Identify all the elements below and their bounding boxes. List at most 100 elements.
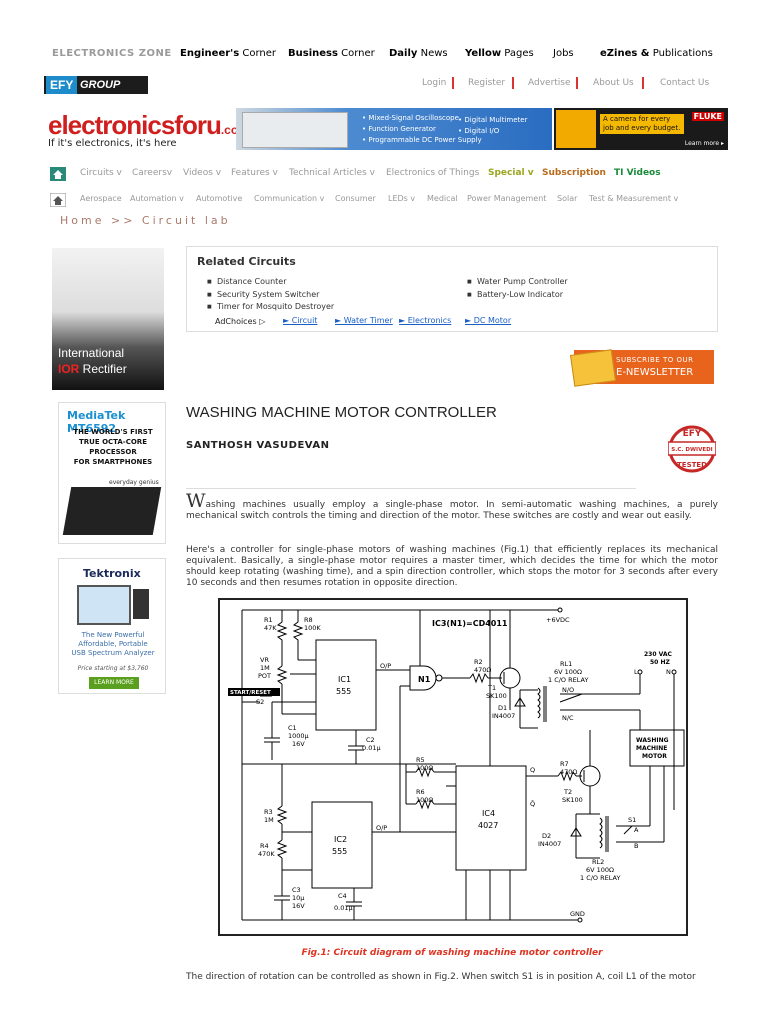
menu-leds[interactable]: LEDs v (388, 194, 416, 203)
d2-label: D2 (542, 832, 551, 840)
c1-label: C1 (288, 724, 297, 732)
top-navigation: ELECTRONICS ZONE Engineer's Corner Busin… (0, 44, 768, 64)
register-link[interactable]: Register (468, 78, 506, 88)
site-tagline: If it's electronics, it's here (48, 138, 177, 149)
menu-electronics-of-things[interactable]: Electronics of Things (386, 168, 480, 178)
nav-ezines-publications[interactable]: eZines & Publications (600, 48, 713, 59)
advertise-link[interactable]: Advertise (528, 78, 571, 88)
c1-voltage: 16V (292, 740, 305, 748)
r3-label: R3 (264, 808, 273, 816)
menu-solar[interactable]: Solar (557, 194, 578, 203)
account-links: Login Register Advertise About Us Contac… (0, 77, 768, 92)
circuit-diagram: IC3(N1)=CD4011 +6VDC GND IC1 555 IC2 555… (218, 598, 688, 936)
site-logo[interactable]: electronicsforu.com (48, 110, 249, 141)
menu-automotive[interactable]: Automotive (196, 194, 243, 203)
rl2-label: RL2 (592, 858, 604, 866)
about-us-link[interactable]: About Us (593, 78, 634, 88)
nav-jobs[interactable]: Jobs (553, 48, 574, 59)
home-icon[interactable] (50, 193, 66, 207)
menu-medical[interactable]: Medical (427, 194, 458, 203)
breadcrumb[interactable]: Home >> Circuit lab (60, 214, 231, 227)
motor-line1: WASHING (636, 737, 669, 744)
ad-line: • Digital I/O (458, 127, 500, 135)
contact-a: A (634, 826, 639, 834)
menu-consumer[interactable]: Consumer (335, 194, 376, 203)
menu-automation[interactable]: Automation v (130, 194, 184, 203)
home-icon[interactable] (50, 167, 66, 181)
menu-careers[interactable]: Careersv (132, 168, 173, 178)
n1-label: N1 (418, 675, 431, 684)
d2-type: IN4007 (538, 840, 561, 848)
ad-link-dc-motor[interactable]: ► DC Motor (465, 316, 512, 325)
ad-link-circuit[interactable]: ► Circuit (283, 316, 318, 325)
menu-subscription[interactable]: Subscription (542, 168, 606, 178)
r4-value: 470K (258, 850, 275, 858)
c1-value: 1000µ (288, 732, 309, 740)
article-paragraph-3: The direction of rotation can be control… (186, 972, 696, 982)
figure-caption: Fig.1: Circuit diagram of washing machin… (301, 948, 603, 958)
menu-test-measurement[interactable]: Test & Measurement v (589, 194, 679, 203)
divider (452, 77, 454, 89)
related-link[interactable]: Distance Counter (207, 277, 286, 286)
efy-group-logo[interactable]: EFY GROUP (44, 76, 148, 94)
article-title: WASHING MACHINE MOTOR CONTROLLER (186, 404, 497, 421)
nav-yellow-pages[interactable]: Yellow Pages (465, 48, 534, 59)
instrument-ad-banner[interactable]: • Mixed-Signal Oscilloscope • Function G… (236, 108, 552, 150)
menu-ti-videos[interactable]: TI Videos (614, 168, 661, 178)
divider (186, 488, 636, 489)
r7-label: R7 (560, 760, 569, 768)
adchoices-label[interactable]: AdChoices ▷ (215, 317, 266, 326)
menu-technical-articles[interactable]: Technical Articles v (289, 168, 375, 178)
ic2-label: IC2 (334, 835, 347, 844)
instrument-image (242, 112, 348, 148)
newsletter-line2: E-NEWSLETTER (616, 367, 694, 378)
mediatek-ad[interactable]: MediaTek MT6592 THE WORLD'S FIRST TRUE O… (58, 402, 166, 544)
related-link[interactable]: Battery-Low Indicator (467, 290, 563, 299)
ad-line: • Digital Multimeter (458, 116, 528, 124)
vr-label: VR (260, 656, 269, 664)
newsletter-subscribe-button[interactable]: SUBSCRIBE TO OUR E-NEWSLETTER (569, 349, 714, 387)
learn-more-button[interactable]: LEARN MORE (89, 677, 139, 689)
circuit-gnd: GND (570, 910, 585, 918)
site-logo-name: electronicsforu (48, 110, 222, 140)
menu-communication[interactable]: Communication v (254, 194, 325, 203)
ad-link-electronics[interactable]: ► Electronics (399, 316, 452, 325)
efy-tested-stamp: EFY S.C. DWIVEDI TESTED (668, 425, 716, 473)
t1-label: T1 (487, 684, 496, 692)
nav-daily-news[interactable]: Daily News (389, 48, 448, 59)
nav-engineers-corner[interactable]: Engineer's Corner (180, 48, 276, 59)
rl1-label: RL1 (560, 660, 572, 668)
fluke-ad-text: A camera for every job and every budget. (600, 114, 684, 134)
international-rectifier-ad[interactable]: International IOR Rectifier (52, 248, 164, 390)
circuit-vcc: +6VDC (546, 616, 570, 624)
r6-value: 100Ω (416, 796, 433, 804)
related-link[interactable]: Security System Switcher (207, 290, 319, 299)
nav-electronics-zone[interactable]: ELECTRONICS ZONE (52, 48, 172, 59)
related-link[interactable]: Water Pump Controller (467, 277, 568, 286)
menu-circuits[interactable]: Circuits v (80, 168, 122, 178)
rl1-type: 1 C/O RELAY (548, 676, 588, 684)
start-reset-label: START/RESET (230, 690, 271, 696)
fluke-ad-banner[interactable]: A camera for every job and every budget.… (554, 108, 728, 150)
menu-power-management[interactable]: Power Management (467, 194, 547, 203)
login-link[interactable]: Login (422, 78, 447, 88)
menu-features[interactable]: Features v (231, 168, 278, 178)
related-circuits-box: Related Circuits Distance Counter Securi… (186, 246, 718, 332)
nav-business-corner[interactable]: Business Corner (288, 48, 375, 59)
tektronix-ad[interactable]: Tektronix The New Powerful Affordable, P… (58, 558, 166, 694)
article-author[interactable]: SANTHOSH VASUDEVAN (186, 440, 330, 451)
menu-aerospace[interactable]: Aerospace (80, 194, 122, 203)
r3-value: 1M (264, 816, 274, 824)
menu-special[interactable]: Special v (488, 168, 534, 178)
rl1-value: 6V 100Ω (554, 668, 582, 676)
mediatek-slogan: everyday genius (109, 479, 159, 486)
mediatek-tagline: THE WORLD'S FIRST TRUE OCTA-CORE PROCESS… (73, 428, 153, 466)
ad-link-water-timer[interactable]: ► Water Timer (335, 316, 393, 325)
contact-us-link[interactable]: Contact Us (660, 78, 710, 88)
motor-line2: MACHINE (636, 745, 667, 752)
efy-logo-group: GROUP (80, 79, 121, 91)
camera-image (556, 110, 596, 148)
stamp-bottom: TESTED (677, 461, 707, 469)
related-link[interactable]: Timer for Mosquito Destroyer (207, 302, 334, 311)
menu-videos[interactable]: Videos v (183, 168, 222, 178)
